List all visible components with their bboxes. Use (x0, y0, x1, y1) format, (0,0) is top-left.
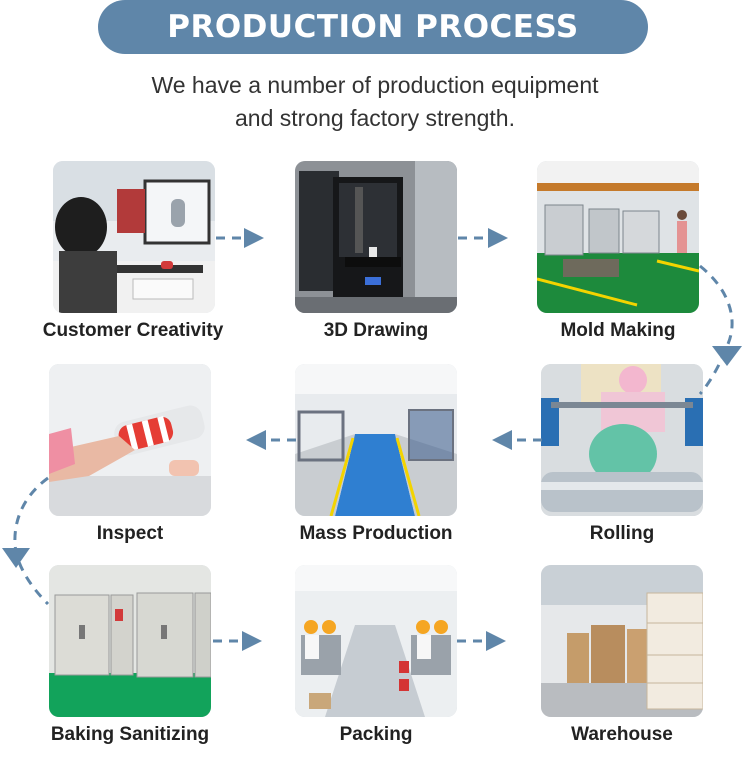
step-label-rolling: Rolling (589, 523, 655, 544)
arrow-head-3 (712, 346, 742, 366)
step-photo-packing (295, 565, 457, 717)
arrow-head-8 (486, 631, 506, 651)
subtitle-line-1: We have a number of production equipment (151, 72, 599, 98)
step-label-warehouse: Warehouse (571, 724, 673, 745)
step-photo-mold-making (537, 161, 699, 313)
step-label-mold-making: Mold Making (560, 320, 676, 341)
arrow-head-2 (488, 228, 508, 248)
step-photo-baking-sanitizing (49, 565, 211, 717)
step-label-mass-production: Mass Production (299, 523, 453, 544)
step-photo-inspect (49, 364, 211, 516)
step-photo-warehouse (541, 565, 703, 717)
arrow-head-6 (2, 548, 30, 568)
step-label-customer-creativity: Customer Creativity (42, 320, 224, 341)
step-label-3d-drawing: 3D Drawing (323, 320, 429, 341)
step-photo-mass-production (295, 364, 457, 516)
step-photo-rolling (541, 364, 703, 516)
step-label-baking-sanitizing: Baking Sanitizing (50, 724, 210, 745)
step-photo-customer-creativity (53, 161, 215, 313)
arrow-head-4 (492, 430, 512, 450)
arrow-head-5 (246, 430, 266, 450)
arrow-head-7 (242, 631, 262, 651)
step-label-inspect: Inspect (96, 523, 164, 544)
step-photo-3d-drawing (295, 161, 457, 313)
subtitle-line-2: and strong factory strength. (235, 105, 515, 131)
title-banner: PRODUCTION PROCESS (98, 0, 648, 54)
arrow-head-1 (244, 228, 264, 248)
step-label-packing: Packing (339, 724, 413, 745)
subtitle: We have a number of production equipment… (0, 69, 750, 135)
